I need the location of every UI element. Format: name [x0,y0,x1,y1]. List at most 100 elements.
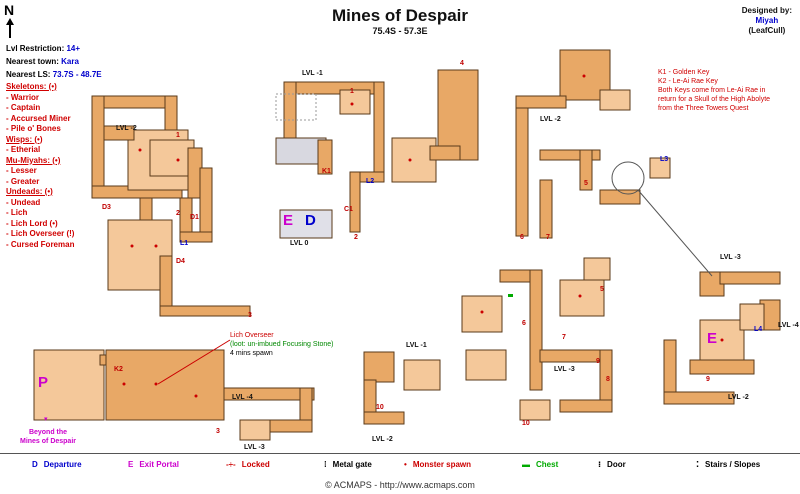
corridor [539,149,601,161]
monster-category: Undeads: (•) [6,187,53,196]
room [739,303,765,331]
door-d3: D3 [102,204,111,211]
monster-entry: - Cursed Foreman [6,239,75,249]
waypoint-5: 5 [600,286,604,293]
boss-note-name: Lich Overseer [230,332,274,339]
legend-symbol: ▬ [522,460,530,469]
room [583,257,611,281]
waypoint-7: 7 [562,334,566,341]
north-label: N [4,2,15,18]
legend-item: ⁝ Door [598,460,626,469]
waypoint-9: 9 [706,376,710,383]
waypoint-2: 2 [176,210,180,217]
corridor [363,411,405,425]
north-arrow: N [4,2,14,38]
designer-name: Miyah [755,16,779,25]
boss-note-loot: (loot: un-imbued Focusing Stone) [230,341,334,348]
legend-label: Departure [43,460,82,469]
copyright: © ACMAPS - http://www.acmaps.com [325,480,475,490]
spawn-marker [480,310,484,314]
monster-entry: - Lich Overseer (!) [6,229,75,238]
ls-label: Nearest LS: [6,70,51,79]
legend-label: Stairs / Slopes [705,460,761,469]
exit-portal-marker: E [707,330,718,347]
corridor [223,387,315,401]
corridor [579,149,593,191]
spawn-marker [350,102,354,106]
legend-label: Door [607,460,626,469]
spawn-marker [194,394,198,398]
room [519,399,551,421]
level-label: LVL -4 [778,322,799,329]
key-k1-marker: K1 [322,168,331,175]
legend-item: ⁚Stairs / Slopes [696,460,760,469]
monster-entry: - Accursed Miner [6,113,71,123]
corridor [91,95,105,197]
corridor [515,95,567,109]
level-label: LVL -2 [540,116,561,123]
waypoint-3: 3 [248,312,252,319]
monster-entry: - Pile o' Bones [6,124,61,133]
room [559,279,605,317]
departure-marker: D [305,212,316,229]
level-label: LVL -2 [728,394,749,401]
legend-label: Exit Portal [139,460,179,469]
monster-category: Mu-Miyahs: (•) [6,155,61,165]
spawn-marker [122,382,126,386]
monster-category: Skeletons: (•) [6,82,57,91]
spawn-marker [130,244,134,248]
spawn-marker [408,158,412,162]
room [33,349,105,421]
corridor [429,145,461,161]
lift-l1: L1 [180,240,189,247]
room [279,209,333,239]
level-label: LVL -1 [302,70,323,77]
lvl-restriction: Lvl Restriction: 14+ [6,44,80,53]
spawn-marker [154,244,158,248]
town-value: Kara [61,57,79,66]
monster-entry: - Lich Lord (•) [6,218,58,228]
corridor [539,179,553,239]
beyond-line2: Mines of Despair [19,438,76,445]
legend-item: ⁞Metal gate [324,460,372,469]
level-label: LVL -2 [116,125,137,132]
key-k2-note: K2 - Le-Ai Rae Key [658,78,718,85]
beyond-label: Beyond the Mines of Despair [12,428,84,446]
spawn-marker [720,338,724,342]
keys-note-line3: from the Three Towers Quest [658,105,749,112]
corridor [283,81,297,143]
legend-item: ▬ Chest [522,460,558,469]
legend-symbol: ⁝ [598,460,602,469]
corridor [529,269,543,391]
legend-item: D Departure [32,460,82,469]
spawn-marker [176,158,180,162]
legend-symbol: D [32,460,38,469]
legend-item: -÷-Locked [226,460,270,469]
monster-entry: - Lich [6,208,28,217]
corridor [317,139,333,175]
legend-label: Chest [536,460,559,469]
room [239,419,271,441]
spawn-marker [582,74,586,78]
door-d4: D4 [176,258,185,265]
hall [105,349,225,421]
legend-symbol: -÷- [226,460,236,469]
level-label: LVL -3 [720,254,741,261]
waypoint-10: 10 [522,420,530,427]
waypoint-5: 5 [584,180,588,187]
portal-p-marker: P [38,374,49,391]
keys-note-line2: return for a Skull of the High Abolyte [658,96,771,103]
room [149,139,195,177]
map-coords: 75.4S - 57.3E [372,26,428,36]
legend-symbol: ⁞ [324,460,327,469]
monster-entry: - Warrior [6,92,40,102]
town-label: Nearest town: [6,57,59,66]
lift-l4: L4 [754,326,763,333]
waypoint-1: 1 [176,132,180,139]
legend-item: •Monster spawn [404,460,471,469]
monster-entry: - Undead [6,197,41,207]
keys-note: K1 - Golden Key K2 - Le-Ai Rae Key Both … [658,68,770,113]
corridor [159,305,251,317]
room [363,351,395,383]
corridor [719,271,781,285]
